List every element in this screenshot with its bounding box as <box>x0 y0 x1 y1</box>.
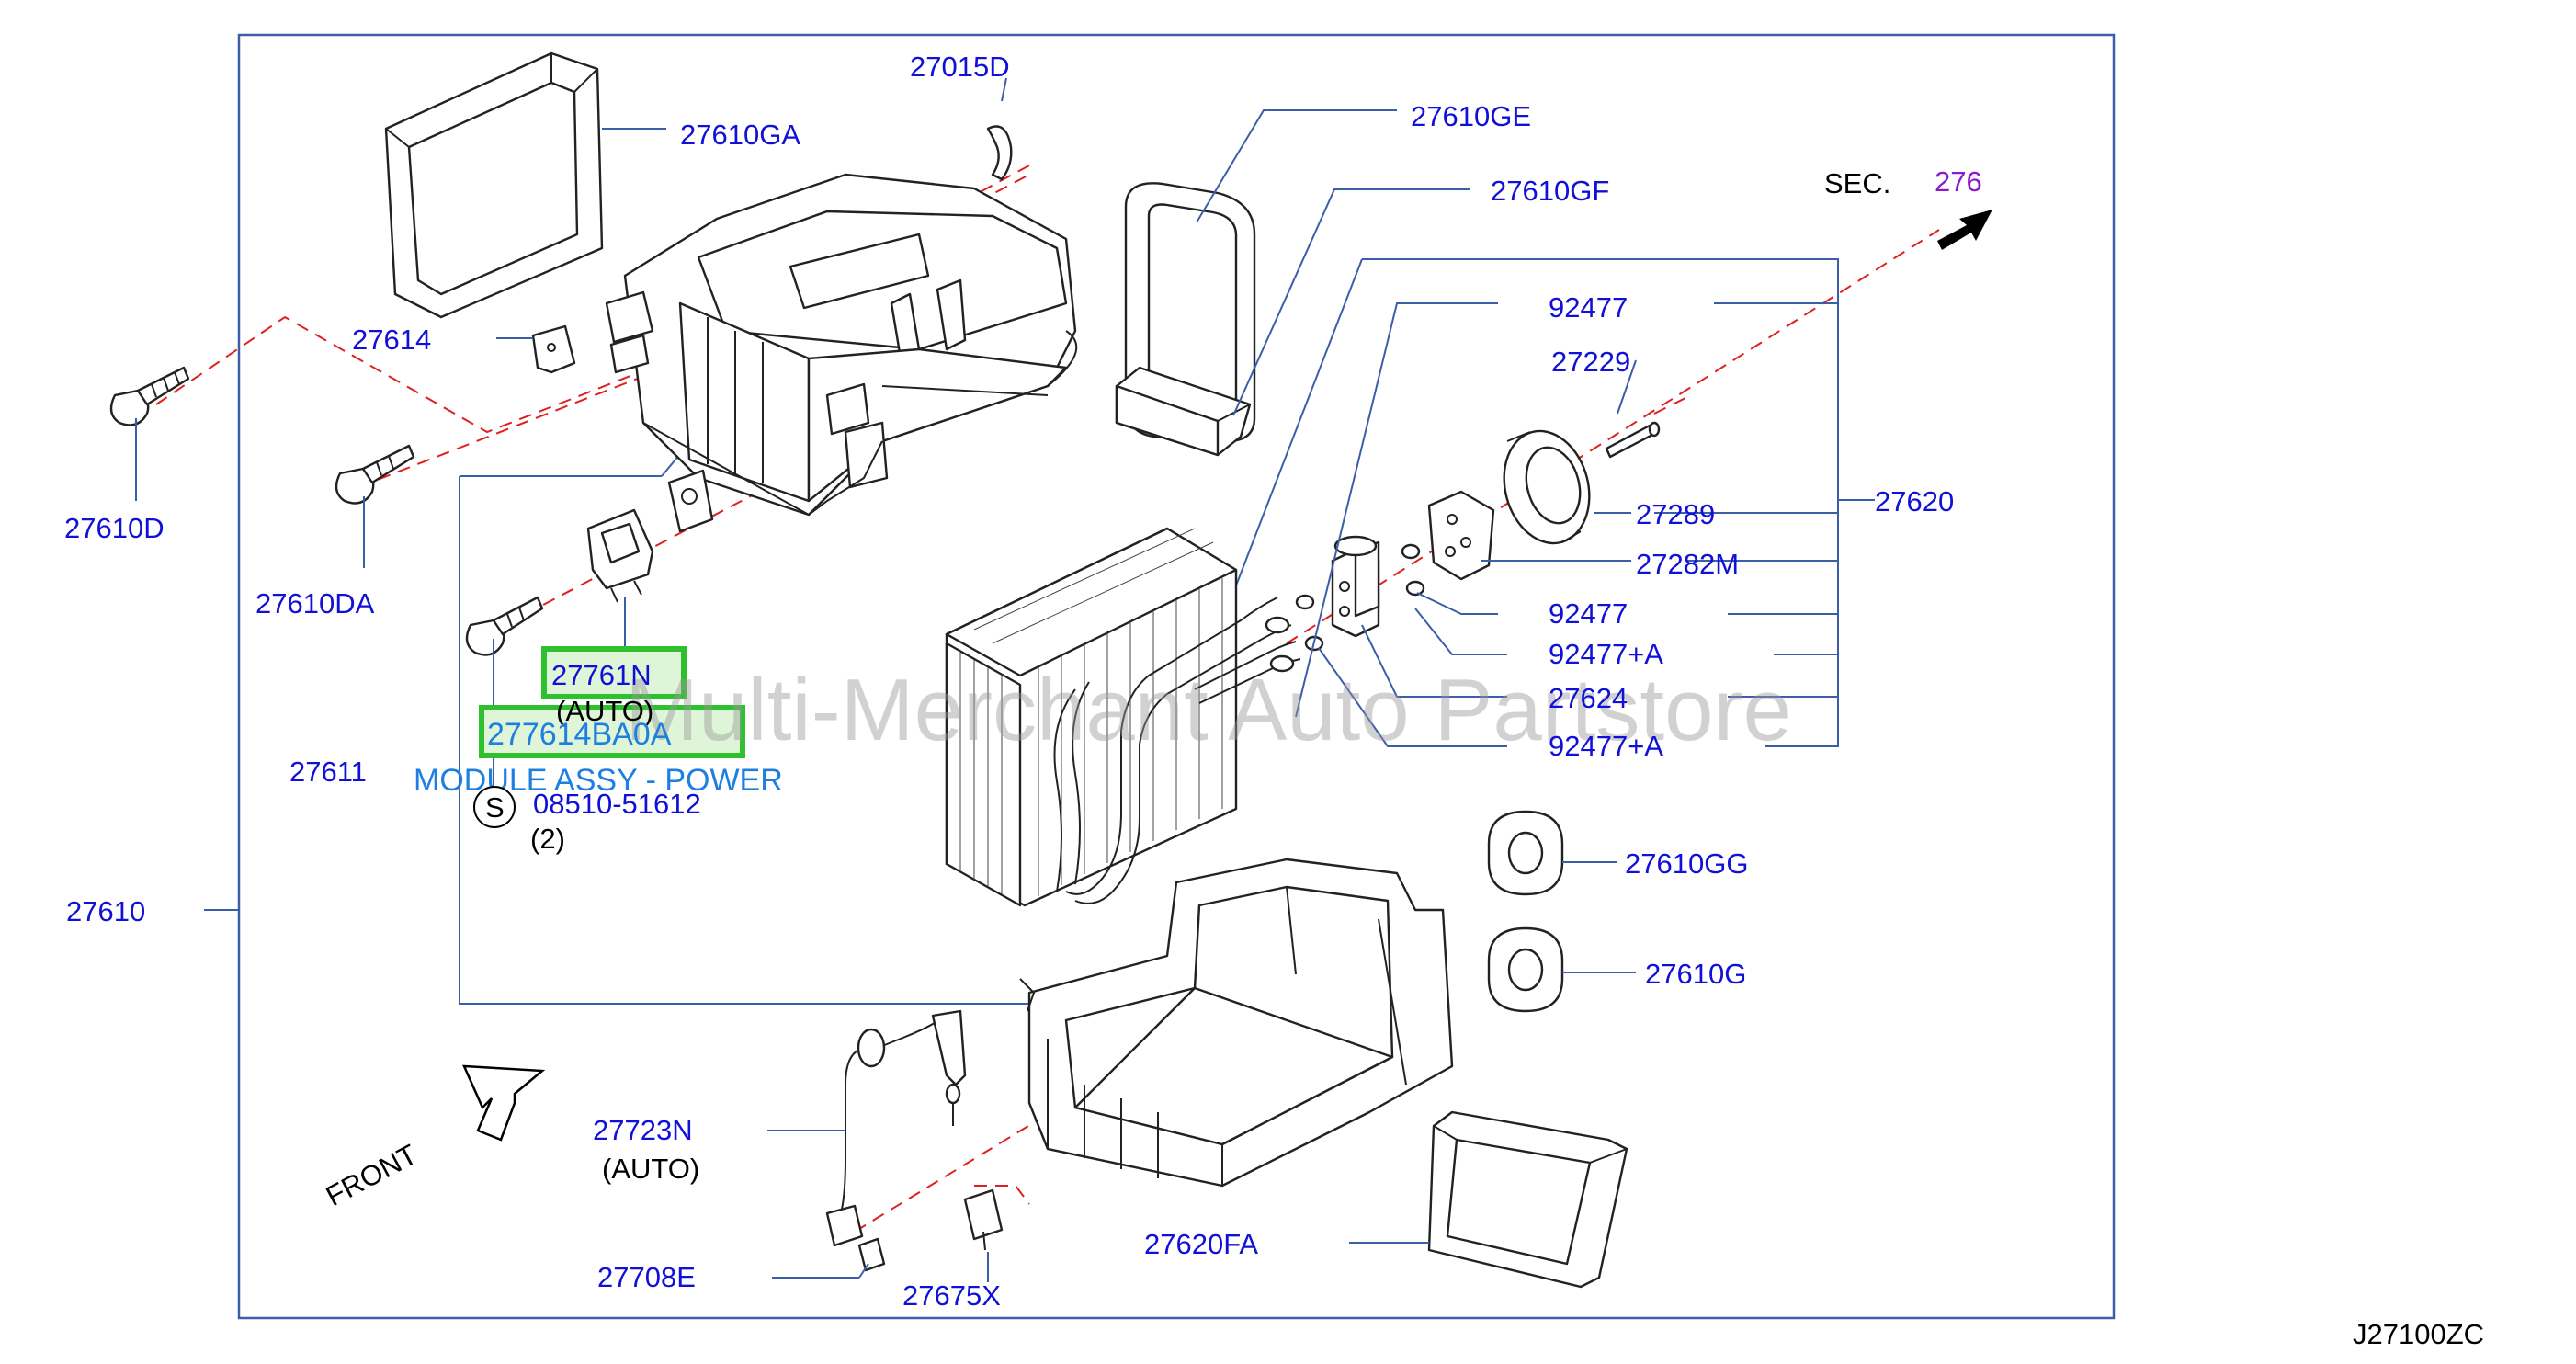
part-module-gasket <box>667 469 714 533</box>
part-lower-case <box>1019 858 1454 1188</box>
label-27761N-note: (AUTO) <box>556 695 653 727</box>
label-08510-51612[interactable]: 08510-51612 <box>533 788 701 820</box>
label-27723N[interactable]: 27723N <box>593 1114 693 1146</box>
part-27610G-bushing <box>1487 926 1564 1013</box>
group-bracket-27610 <box>459 476 1029 1005</box>
label-27289[interactable]: 27289 <box>1636 498 1715 530</box>
sec-number-link[interactable]: 276 <box>1935 165 1982 198</box>
label-27610GF[interactable]: 27610GF <box>1491 175 1609 207</box>
label-08510-qty: (2) <box>530 823 565 855</box>
label-277614BA0A[interactable]: 277614BA0A <box>487 717 672 752</box>
part-27610GF-foam <box>1115 366 1252 457</box>
assembly-line-2 <box>357 358 690 488</box>
part-27620-evaporator <box>945 527 1301 907</box>
label-27229[interactable]: 27229 <box>1551 346 1630 378</box>
label-27624[interactable]: 27624 <box>1549 682 1628 714</box>
part-27675X-clip <box>963 1188 1004 1251</box>
highlight-27761N <box>541 646 687 699</box>
label-27611[interactable]: 27611 <box>289 756 367 788</box>
part-o-rings <box>1295 543 1425 652</box>
part-27610GG-bushing <box>1487 810 1564 896</box>
diagram-code: J27100ZC <box>2353 1318 2484 1350</box>
part-27614-bracket <box>531 324 576 374</box>
watermark: Multi-Merchant Auto Partstore <box>625 661 1792 759</box>
sec-prefix: SEC. <box>1824 167 1890 199</box>
group-bracket-27620 <box>1362 258 1839 747</box>
label-27610[interactable]: 27610 <box>66 895 145 927</box>
label-92477A-upper[interactable]: 92477+A <box>1549 638 1663 670</box>
part-27610D-screw <box>109 366 190 426</box>
label-27620FA[interactable]: 27620FA <box>1144 1228 1258 1260</box>
part-27015D-clip <box>986 125 1013 181</box>
part-27610-heater-unit <box>605 173 1078 517</box>
label-27723N-note: (AUTO) <box>602 1153 699 1185</box>
label-27614[interactable]: 27614 <box>352 324 431 356</box>
label-27610GA[interactable]: 27610GA <box>680 119 800 151</box>
label-27675X[interactable]: 27675X <box>902 1279 1001 1312</box>
label-27015D[interactable]: 27015D <box>910 51 1010 83</box>
part-27229-bolt <box>1605 421 1661 459</box>
label-27620[interactable]: 27620 <box>1875 485 1954 517</box>
part-27610DA-screw <box>335 444 415 505</box>
highlight-277614BA0A <box>479 705 745 758</box>
label-27282M[interactable]: 27282M <box>1636 548 1739 580</box>
part-27610GA-filter-frame <box>384 51 604 319</box>
part-27289-grommet <box>1503 429 1591 545</box>
label-27610G[interactable]: 27610G <box>1645 958 1746 990</box>
diagram-frame <box>237 33 2116 1320</box>
label-27610DA[interactable]: 27610DA <box>255 587 375 619</box>
part-27624-expansion-valve <box>1331 535 1380 638</box>
label-27610D[interactable]: 27610D <box>64 512 165 544</box>
assembly-line-1 <box>155 174 1030 434</box>
sec-arrow-icon <box>1937 210 1992 250</box>
label-92477-mid[interactable]: 92477 <box>1549 597 1628 630</box>
label-27708E[interactable]: 27708E <box>597 1261 696 1293</box>
label-module-description: MODULE ASSY - POWER <box>414 763 783 798</box>
part-27708E-clip <box>857 1237 886 1272</box>
front-arrow-icon <box>462 1064 546 1142</box>
part-27282M-block <box>1427 490 1495 581</box>
part-27723N-sensor <box>825 1009 967 1247</box>
assembly-line-sec <box>1286 229 1940 644</box>
label-27761N[interactable]: 27761N <box>551 659 652 691</box>
label-27610GG[interactable]: 27610GG <box>1625 847 1748 880</box>
screw-symbol-circle <box>473 786 516 828</box>
part-27620FA-filter-frame <box>1427 1110 1628 1289</box>
screw-symbol: S <box>485 791 505 824</box>
label-92477A-lower[interactable]: 92477+A <box>1549 730 1663 762</box>
label-27610GE[interactable]: 27610GE <box>1411 100 1531 132</box>
part-27761N-power-module <box>586 508 654 603</box>
label-92477-top[interactable]: 92477 <box>1549 291 1628 324</box>
